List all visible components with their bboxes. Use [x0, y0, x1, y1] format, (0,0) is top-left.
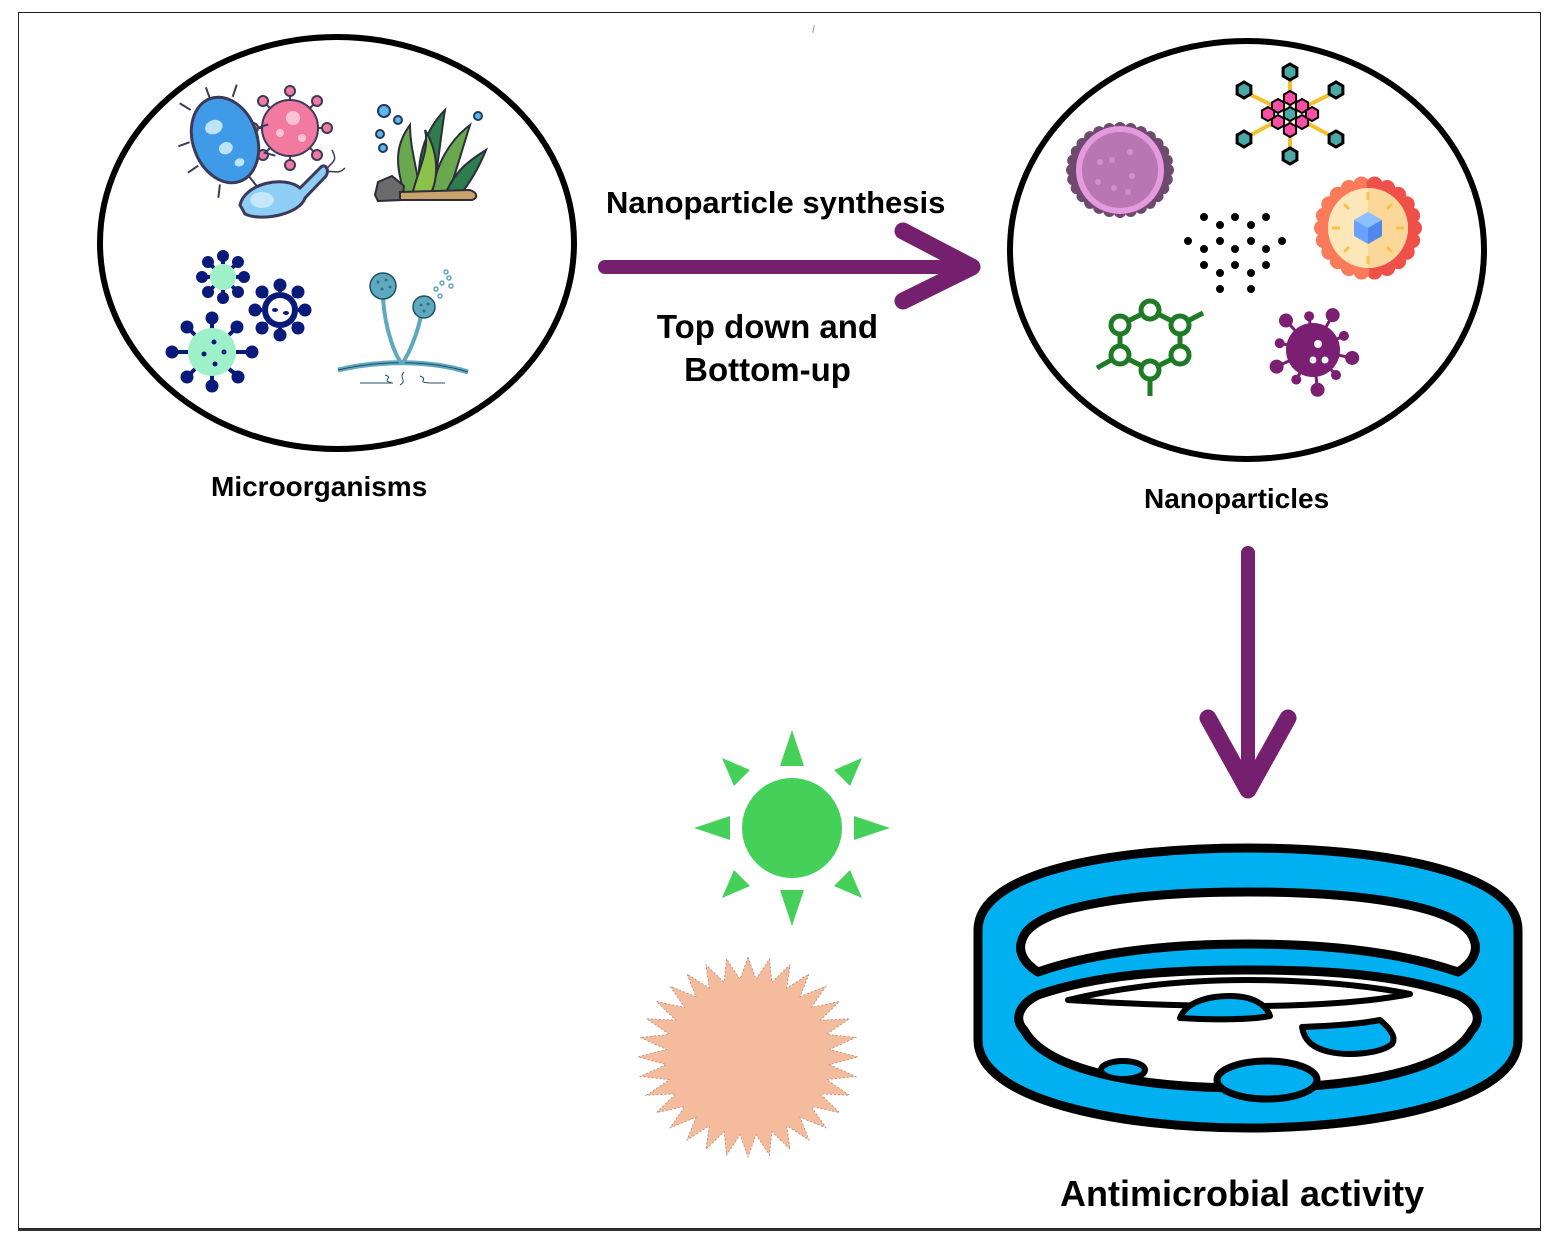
microorganisms-circle	[97, 34, 577, 452]
nano-dot	[1231, 245, 1239, 253]
method-label-line2: Bottom-up	[684, 351, 851, 388]
nano-dot	[1184, 237, 1192, 245]
dot-cluster-icon	[1184, 213, 1286, 293]
method-label-line1: Top down and	[656, 308, 879, 345]
virus-particle-icon	[1269, 308, 1360, 397]
method-label: Top down and Bottom-up	[605, 305, 930, 391]
nano-dot	[1278, 237, 1286, 245]
microorganisms-node	[97, 34, 577, 452]
starburst-icon	[636, 955, 860, 1159]
hex-end	[1327, 129, 1345, 149]
nano-dot	[1262, 213, 1270, 221]
hex-cell	[1282, 89, 1298, 107]
antimicrobial-label: Antimicrobial activity	[1060, 1173, 1425, 1214]
hex-end	[1281, 146, 1299, 166]
virus-spike-tip	[1304, 311, 1315, 322]
hex-end	[1235, 129, 1253, 149]
virus-spike-tip	[1345, 350, 1360, 365]
virus-spike-tip	[1269, 359, 1284, 374]
virus-spike-tip	[1274, 338, 1285, 349]
sphere-bump	[1160, 154, 1173, 167]
hex-end	[1281, 62, 1299, 82]
liposome-bump	[1315, 232, 1332, 249]
hex-cell	[1282, 105, 1298, 123]
liposome-cube-icon	[1314, 176, 1422, 280]
nano-dot	[1231, 261, 1239, 269]
nano-dot	[1200, 213, 1208, 221]
ring-molecule-icon	[1095, 298, 1205, 396]
nano-dot	[1262, 261, 1270, 269]
virus-spike-tip	[1325, 308, 1340, 323]
spiky-sphere-nanoparticle-icon	[1066, 122, 1174, 218]
synthesis-label: Nanoparticle synthesis	[606, 185, 946, 220]
figure-frame	[18, 12, 1541, 1229]
synthesis-arrow	[598, 222, 981, 310]
liposome-bump	[1406, 220, 1422, 236]
nano-dot	[1247, 237, 1255, 245]
fungus-mold-icon	[337, 269, 469, 386]
liposome-bump	[1404, 207, 1421, 224]
seaweed-algae-icon	[373, 104, 489, 203]
nano-dot	[1247, 269, 1255, 277]
nano-dot	[1231, 213, 1239, 221]
bacteria-cluster-icon	[178, 84, 346, 219]
activity-arrow	[1199, 546, 1297, 799]
nano-dot	[1200, 261, 1208, 269]
nano-dot	[1247, 285, 1255, 293]
virus-spike-tip	[1278, 313, 1293, 328]
hex-end	[1235, 80, 1253, 100]
sphere-bump	[1162, 164, 1174, 176]
hex-cell	[1282, 121, 1298, 139]
bottom-divider	[18, 1229, 1541, 1231]
nano-dot	[1200, 245, 1208, 253]
sphere-bump	[1067, 173, 1080, 186]
nano-dot	[1247, 221, 1255, 229]
hexagonal-molecule-icon	[1235, 62, 1345, 166]
nano-dot	[1262, 245, 1270, 253]
nanoparticles-label: Nanoparticles	[1144, 483, 1330, 514]
virus-spike-tip	[1291, 374, 1302, 385]
nano-dot	[1216, 285, 1224, 293]
nano-dot	[1216, 237, 1224, 245]
virus-spike-tip	[1338, 330, 1349, 341]
nano-dot	[1216, 221, 1224, 229]
hex-cell	[1304, 105, 1320, 123]
sun-icon	[694, 730, 890, 926]
microorganisms-label: Microorganisms	[211, 471, 428, 502]
hex-end	[1327, 80, 1345, 100]
petri-dish-icon	[973, 843, 1523, 1133]
nanoparticles-node	[1007, 38, 1487, 462]
hex-cell	[1260, 105, 1276, 123]
liposome-bump	[1314, 220, 1330, 236]
nano-dot	[1216, 269, 1224, 277]
virus-cluster-icon	[165, 250, 312, 393]
virus-spike-tip	[1330, 370, 1341, 381]
virus-spike-tip	[1310, 382, 1325, 397]
sphere-bump	[1066, 164, 1078, 176]
